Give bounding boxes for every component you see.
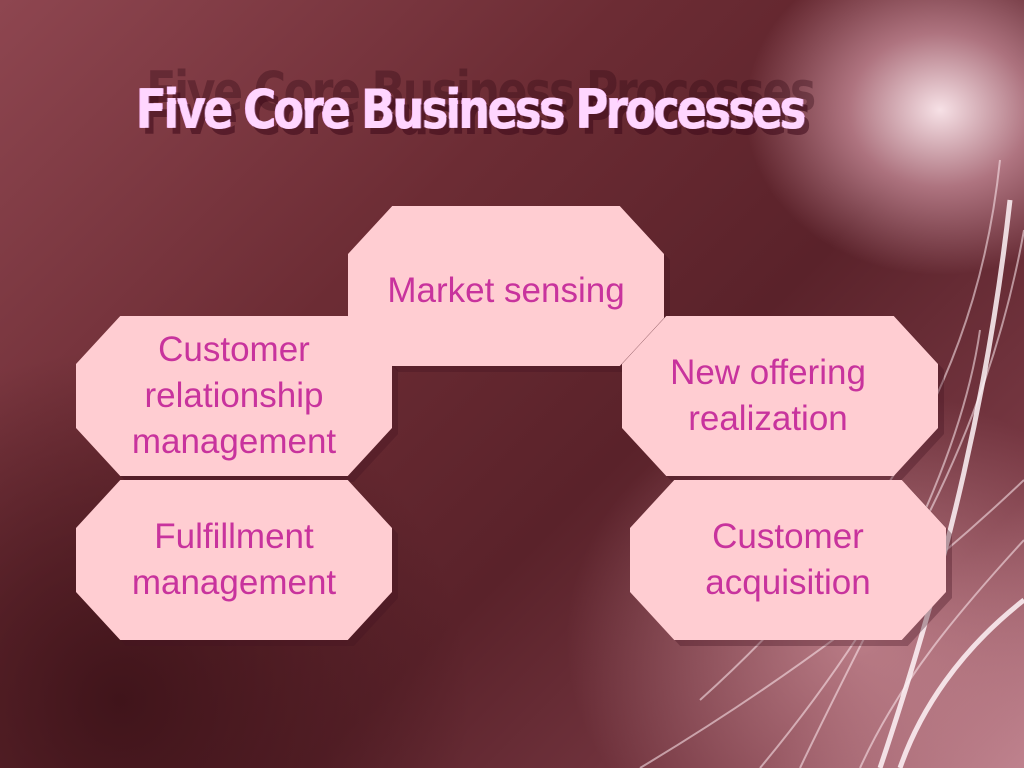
process-node-fulfillment-management: Fulfillment management	[76, 480, 392, 640]
process-node-label: Market sensing	[387, 271, 625, 310]
process-node-new-offering-realization: New offering realization	[622, 316, 938, 476]
process-node-customer-acquisition: Customer acquisition	[630, 480, 946, 640]
process-node-customer-relationship-management: Customer relationship management	[76, 316, 392, 476]
process-node-market-sensing: Market sensing	[348, 206, 664, 366]
process-node-label: Customer acquisition	[705, 517, 871, 602]
process-node-label: Customer relationship management	[131, 330, 337, 461]
slide-title-shadow: Five Core Business Processes	[146, 60, 816, 123]
process-node-label: New offering realization	[670, 353, 866, 438]
process-node-label: Fulfillment management	[131, 517, 337, 602]
slide-title: Five Core Business Processes	[136, 78, 806, 141]
